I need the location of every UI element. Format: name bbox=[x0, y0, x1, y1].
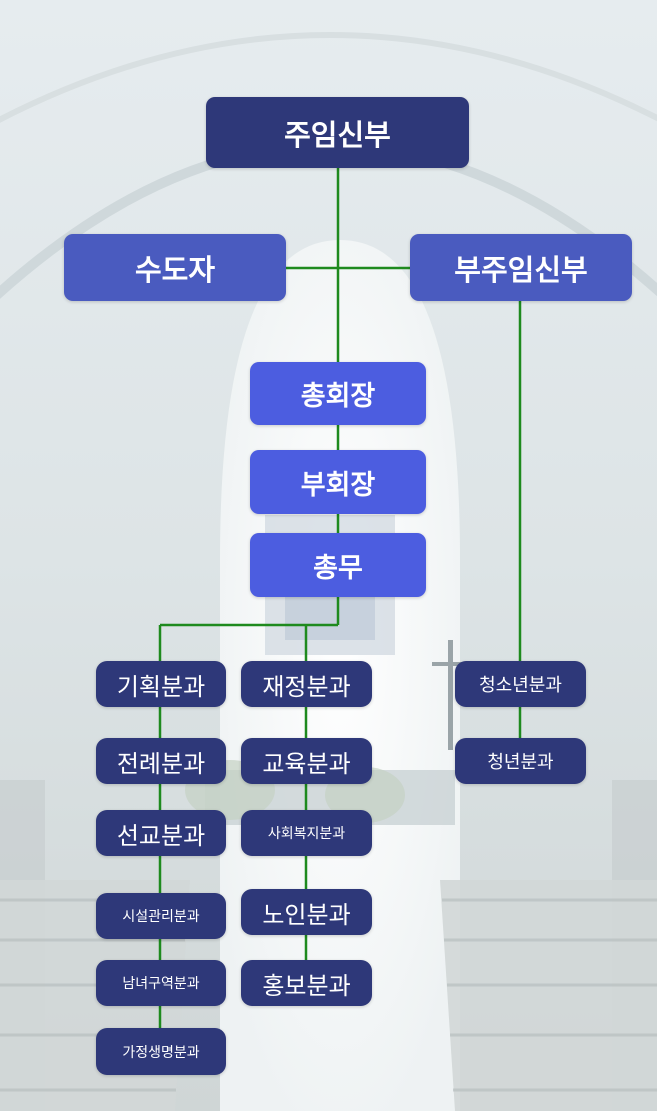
node-assistant-pastor: 부주임신부 bbox=[410, 234, 632, 301]
node-mission: 선교분과 bbox=[96, 810, 226, 856]
node-elderly: 노인분과 bbox=[241, 889, 372, 935]
node-pastor: 주임신부 bbox=[206, 97, 469, 168]
node-youth-teen: 청소년분과 bbox=[455, 661, 586, 707]
node-family-life: 가정생명분과 bbox=[96, 1028, 226, 1075]
node-president: 총회장 bbox=[250, 362, 426, 425]
node-pr: 홍보분과 bbox=[241, 960, 372, 1006]
node-religious: 수도자 bbox=[64, 234, 286, 301]
node-social-welfare: 사회복지분과 bbox=[241, 810, 372, 856]
node-liturgy: 전례분과 bbox=[96, 738, 226, 784]
node-education: 교육분과 bbox=[241, 738, 372, 784]
node-facilities: 시설관리분과 bbox=[96, 893, 226, 939]
node-secretary: 총무 bbox=[250, 533, 426, 597]
node-young-adult: 청년분과 bbox=[455, 738, 586, 784]
node-vice-president: 부회장 bbox=[250, 450, 426, 514]
node-district: 남녀구역분과 bbox=[96, 960, 226, 1006]
node-finance: 재정분과 bbox=[241, 661, 372, 707]
node-planning: 기획분과 bbox=[96, 661, 226, 707]
